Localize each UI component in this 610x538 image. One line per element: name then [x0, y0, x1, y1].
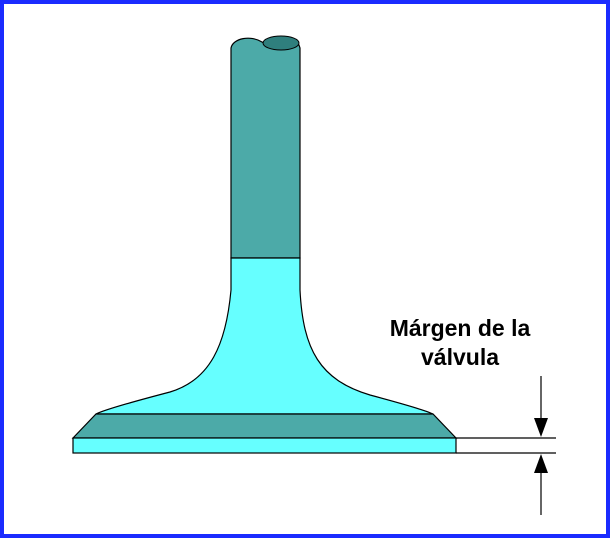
dimension-arrow-bottom-head — [534, 454, 548, 473]
dimension-arrow-top-head — [534, 418, 548, 437]
valve-stem-cap — [262, 35, 300, 51]
margin-label-line2: válvula — [421, 344, 499, 370]
margin-label-line1: Márgen de la — [390, 315, 531, 341]
valve-margin-band — [72, 437, 457, 454]
valve-neck-flare — [95, 257, 434, 415]
valve-stem-upper — [230, 37, 301, 259]
valve-seat-face — [71, 413, 458, 439]
